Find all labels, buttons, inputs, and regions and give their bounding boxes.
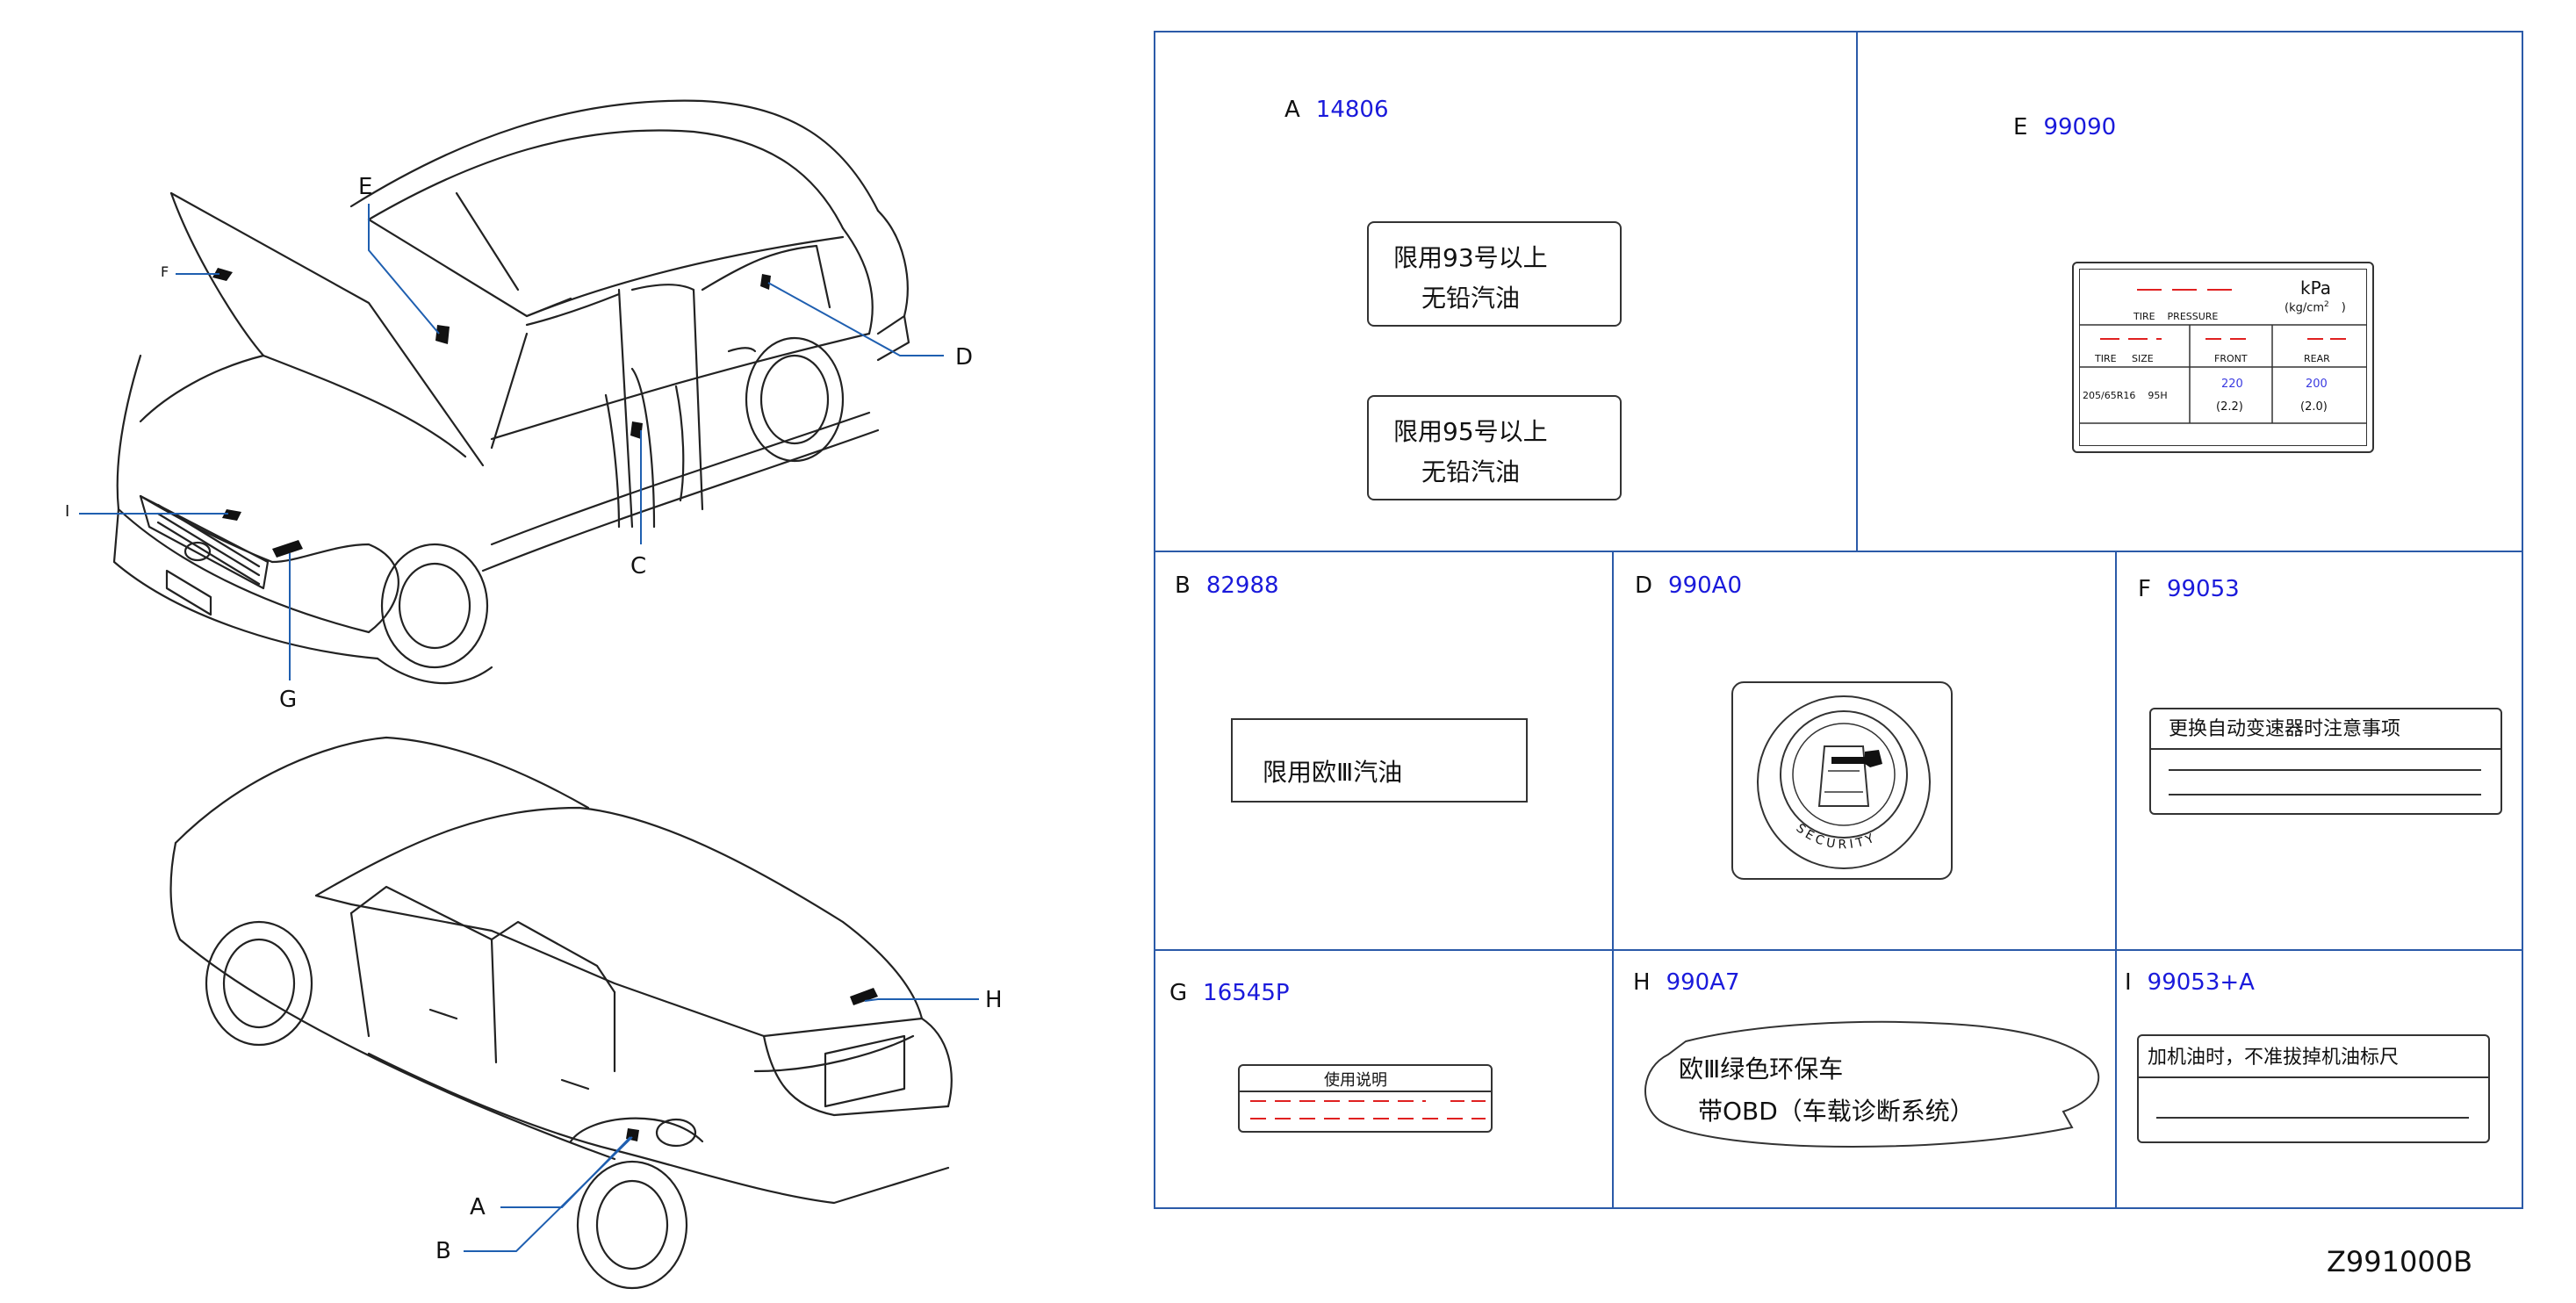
callout-H: H: [985, 987, 1003, 1013]
callout-D: D: [955, 344, 974, 371]
callout-E: E: [358, 174, 373, 200]
callout-G: G: [279, 687, 298, 713]
label-E-patch: [435, 325, 450, 344]
leader-D: [767, 282, 944, 356]
callout-F: F: [161, 263, 169, 280]
label-G: 使用说明: [1238, 1064, 1493, 1133]
label-C-patch: [630, 421, 643, 439]
label-E-tire-pressure: kPa (kg/cm2) TIRE PRESSURE TIRE SIZE FRO…: [2072, 262, 2374, 453]
label-F-patch: [212, 268, 233, 281]
label-H-line1: 欧Ⅲ绿色环保车: [1679, 1055, 1844, 1083]
callout-B: B: [435, 1238, 451, 1264]
callout-C: C: [630, 553, 647, 580]
leader-H: [864, 998, 979, 1002]
callout-I: I: [65, 502, 70, 521]
label-D-patch: [760, 274, 771, 290]
label-I: 加机油时，不准拔掉机油标尺: [2137, 1034, 2490, 1143]
callout-A: A: [470, 1194, 486, 1220]
leader-B: [464, 1136, 633, 1252]
label-H-outline: [1644, 1020, 2100, 1148]
label-A-93: 限用93号以上 无铅汽油: [1367, 221, 1622, 327]
car-illustrations: [79, 99, 979, 1290]
label-H-line2: 带OBD（车载诊断系统）: [1698, 1097, 1975, 1126]
label-I-patch: [222, 509, 241, 521]
key-icon: [1831, 750, 1882, 767]
label-F: 更换自动变速器时注意事项: [2149, 708, 2502, 815]
label-B: 限用欧Ⅲ汽油: [1231, 718, 1528, 803]
label-G-patch: [272, 540, 303, 558]
label-A-95: 限用95号以上 无铅汽油: [1367, 395, 1622, 500]
rear-car-drawing: [169, 736, 953, 1290]
diagram-id: Z991000B: [2327, 1245, 2473, 1278]
front-car-drawing: [112, 99, 910, 685]
label-D-security: SECURITY: [1731, 681, 1953, 880]
leader-E: [368, 204, 440, 335]
label-H-patch: [850, 988, 878, 1005]
